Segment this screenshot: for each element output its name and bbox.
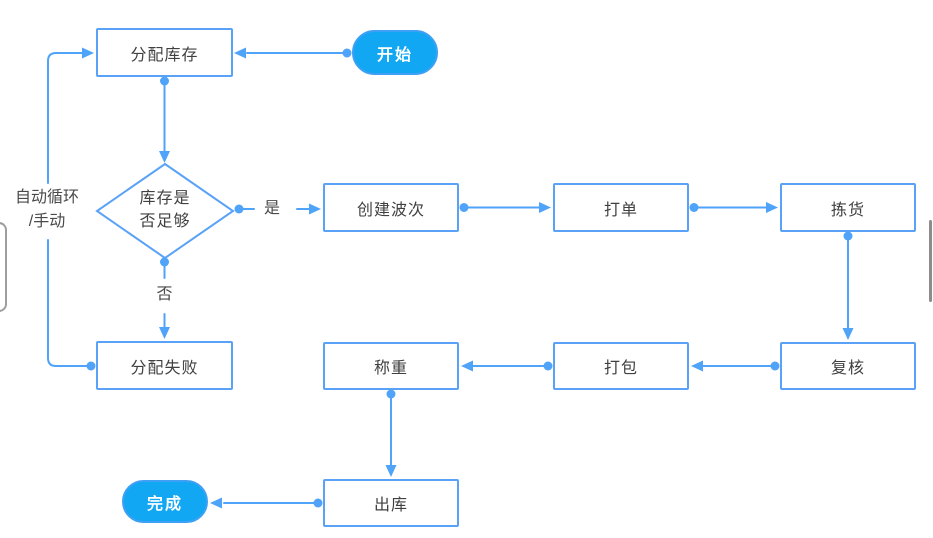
node-label: 打单: [603, 201, 638, 219]
edge-line: [47, 52, 83, 184]
edge-allocate-to-decision: [159, 76, 170, 163]
edge-pick-to-recheck: [842, 231, 854, 340]
edge-start-to-allocate: [234, 47, 352, 59]
flow-node-recheck: 复核: [780, 342, 916, 390]
edge-label-loop-mode: 自动循环 /手动: [6, 184, 88, 236]
edge-source-dot: [160, 257, 169, 267]
edge-arrowhead: [234, 47, 246, 59]
edge-arrowhead: [766, 202, 778, 213]
flow-node-pick: 拣货: [780, 183, 916, 232]
edge-label-text: 否: [156, 286, 173, 303]
edge-arrowhead: [385, 465, 397, 477]
flow-node-allocation-failed: 分配失败: [96, 341, 233, 390]
edge-recheck-to-pack: [691, 360, 780, 372]
decision-label-line2: 否足够: [139, 213, 191, 230]
flow-node-weigh: 称重: [323, 342, 459, 390]
node-label: 复核: [830, 360, 865, 377]
node-label: 分配失败: [130, 359, 199, 377]
edge-arrowhead: [539, 202, 551, 213]
edge-loop-fail-to-allocate: [47, 47, 96, 371]
edge-arrowhead: [210, 497, 222, 509]
edge-weigh-to-outbound: [385, 389, 397, 477]
flow-node-print-order: 打单: [553, 183, 689, 232]
edge-source-dot: [313, 498, 323, 508]
edge-decision-yes: [234, 203, 321, 215]
node-label: 完成: [146, 495, 183, 513]
edge-decision-no: [159, 257, 170, 339]
edge-source-dot: [543, 361, 553, 371]
edge-label-text: 是: [263, 200, 280, 217]
flow-node-start: 开始: [352, 30, 438, 75]
edge-source-dot: [689, 203, 699, 212]
edge-source-dot: [386, 389, 396, 399]
edge-arrowhead: [159, 151, 170, 163]
flow-node-decision-label: 库存是 否足够: [115, 182, 215, 238]
edge-createwave-to-printorder: [459, 202, 551, 213]
edge-source-dot: [86, 361, 96, 371]
edge-arrowhead: [159, 327, 170, 339]
flow-node-create-wave: 创建波次: [323, 183, 459, 232]
node-label: 创建波次: [356, 201, 425, 219]
node-label: 分配库存: [130, 46, 199, 64]
left-panel-handle[interactable]: [0, 222, 7, 312]
right-scrollbar-thumb[interactable]: [929, 220, 932, 302]
flow-node-finish: 完成: [122, 480, 208, 523]
edge-source-dot: [459, 203, 469, 212]
decision-label-line1: 库存是: [139, 190, 191, 207]
flow-node-allocate-inventory: 分配库存: [96, 28, 233, 77]
edge-label-yes: 是: [256, 195, 288, 223]
edge-arrowhead: [309, 203, 321, 215]
edge-source-dot: [234, 204, 244, 214]
edge-source-dot: [342, 48, 352, 58]
edge-printorder-to-pick: [689, 202, 778, 213]
edge-arrowhead: [461, 360, 473, 372]
edge-arrowhead: [82, 47, 94, 59]
node-label: 称重: [373, 360, 408, 377]
flow-node-outbound: 出库: [323, 479, 459, 527]
node-label: 开始: [376, 46, 413, 64]
edge-label-text: /手动: [28, 213, 66, 230]
node-label: 打包: [603, 360, 638, 377]
node-label: 出库: [373, 497, 408, 514]
edge-arrowhead: [691, 360, 703, 372]
node-label: 拣货: [830, 201, 865, 219]
edge-label-text: 自动循环: [14, 189, 79, 206]
edge-outbound-to-finish: [210, 497, 323, 509]
edge-source-dot: [770, 361, 780, 371]
edge-line: [47, 239, 88, 367]
edge-source-dot: [160, 76, 169, 86]
edge-source-dot: [843, 231, 853, 241]
edge-pack-to-weigh: [461, 360, 553, 372]
flow-node-pack: 打包: [553, 342, 689, 390]
edge-arrowhead: [842, 328, 854, 340]
edge-label-no: 否: [149, 281, 180, 309]
